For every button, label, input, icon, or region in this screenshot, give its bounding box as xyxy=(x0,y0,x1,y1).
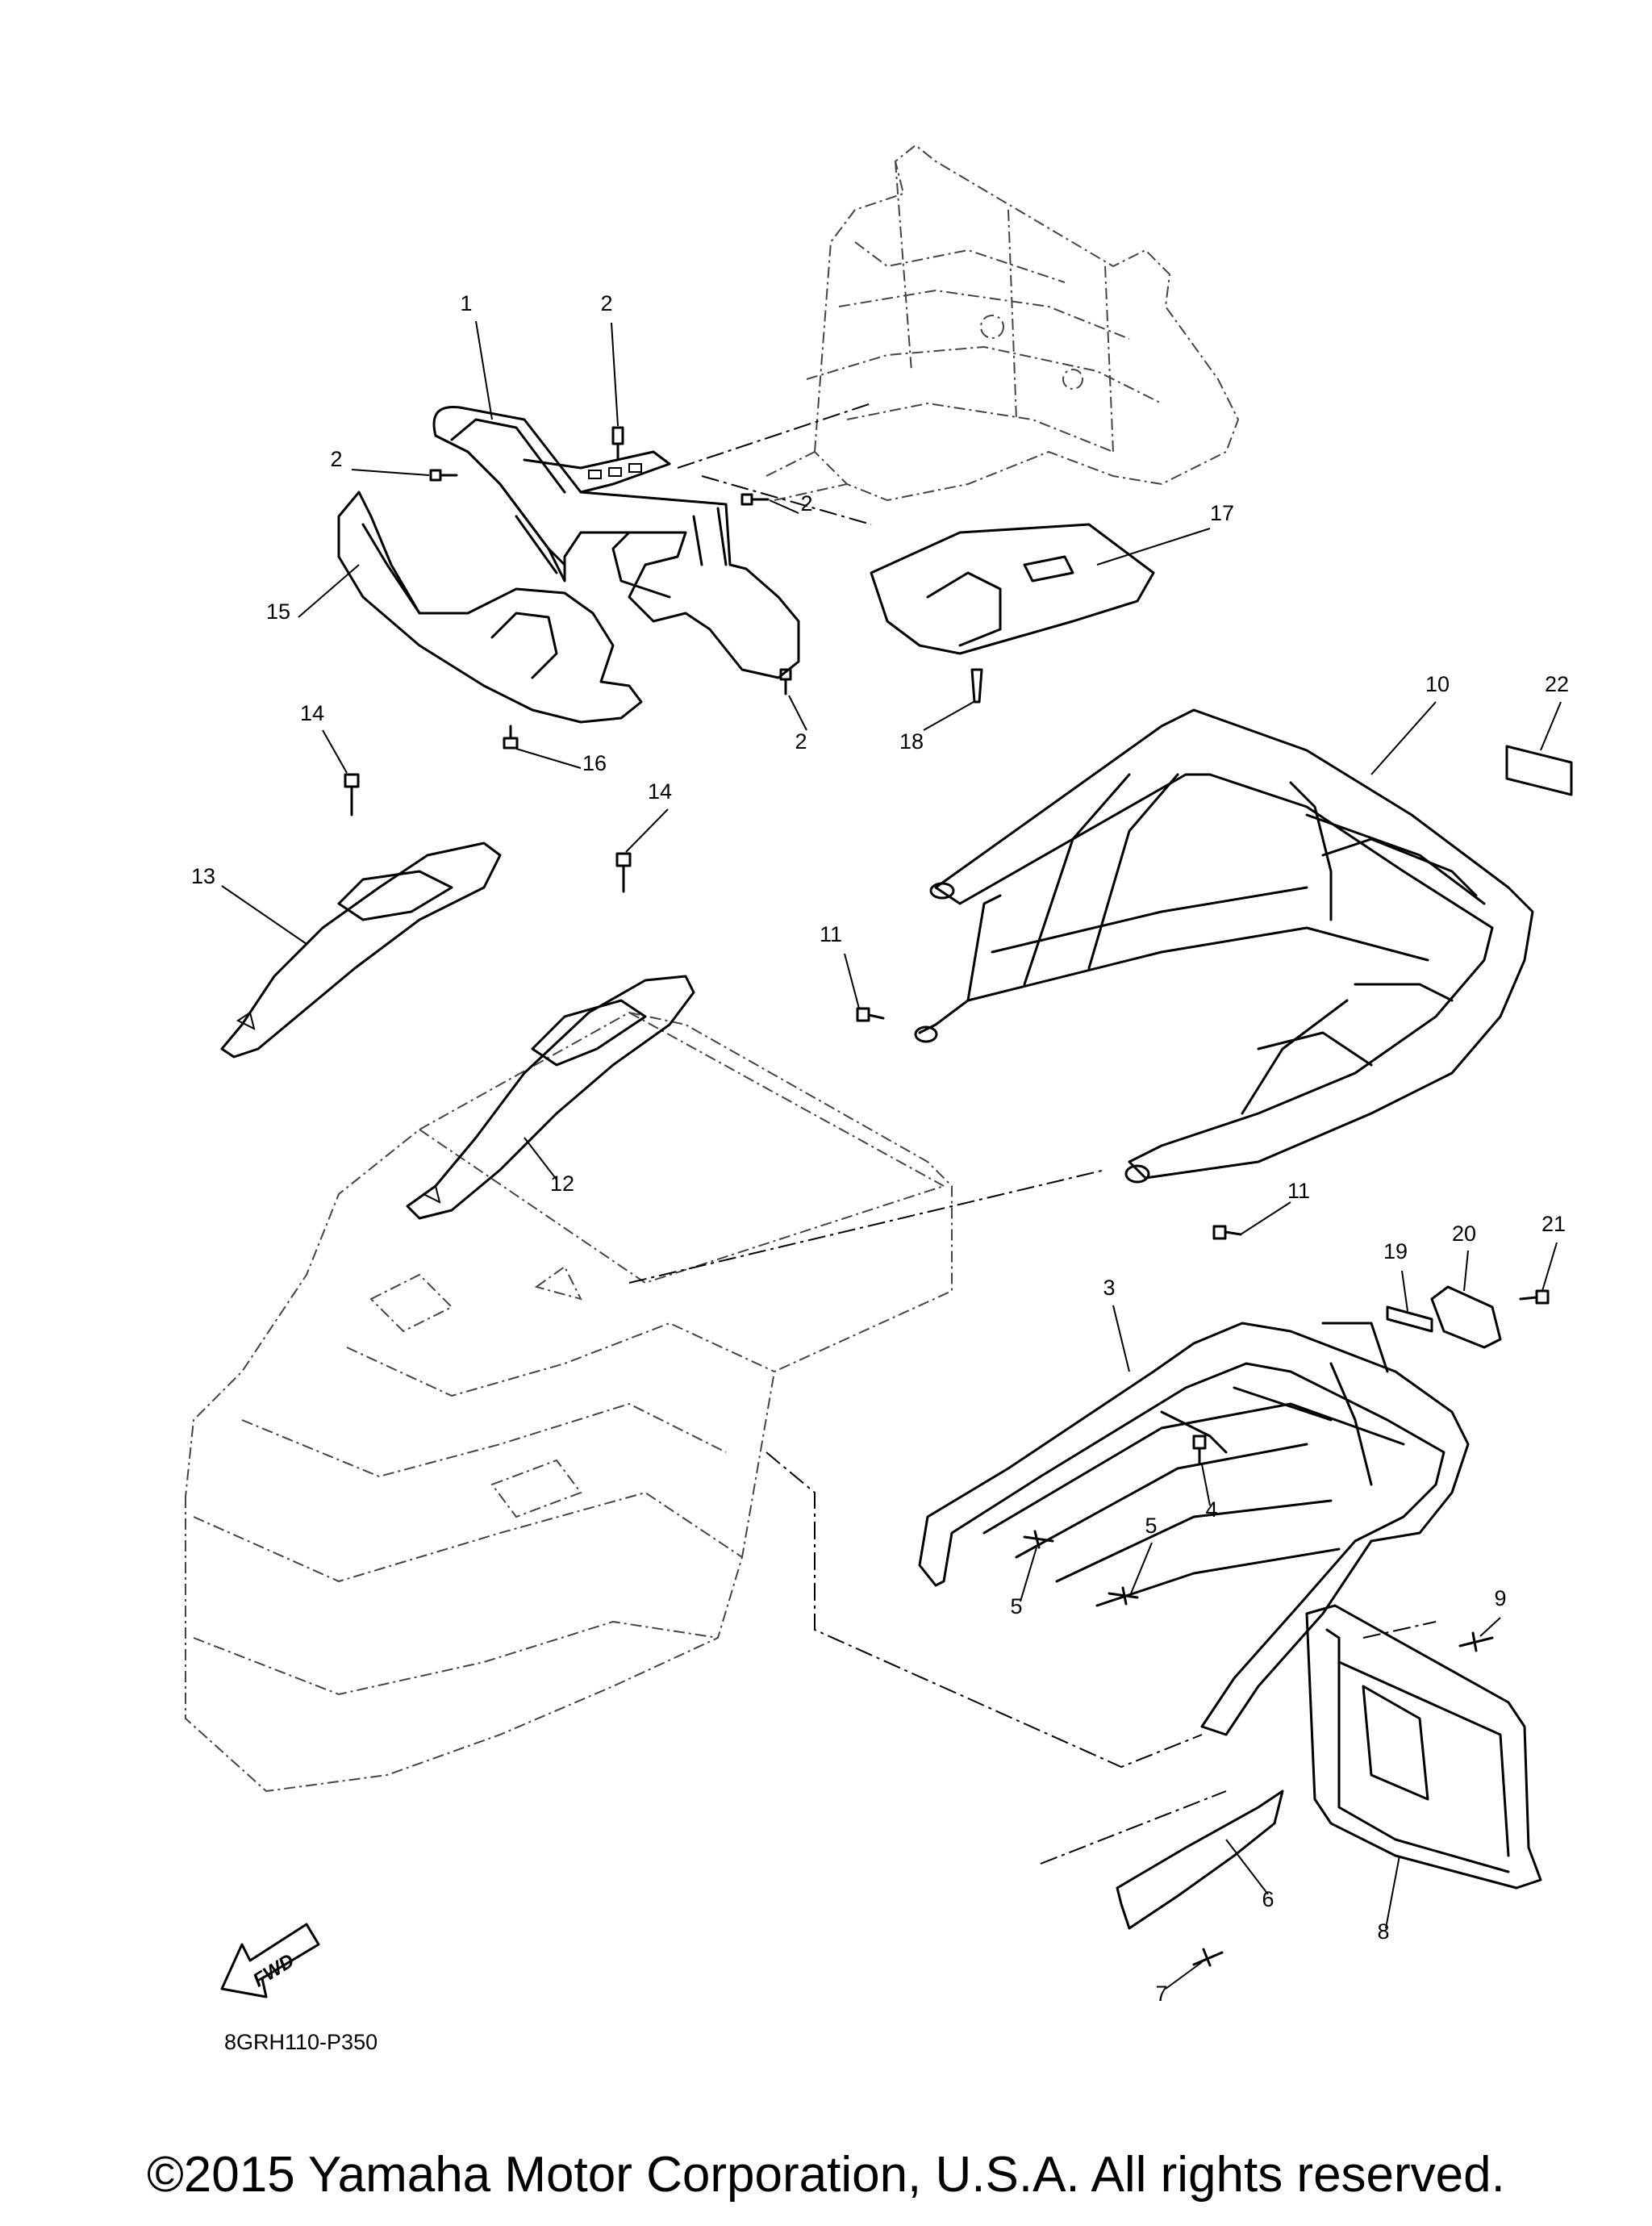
callout-1: 1 xyxy=(460,291,472,315)
callout-3: 3 xyxy=(1103,1276,1115,1300)
part-13-side-cover xyxy=(220,842,502,1059)
callout-8: 8 xyxy=(1377,1919,1389,1944)
part-3-cargo-rack xyxy=(918,1322,1470,1736)
callout-16: 16 xyxy=(582,751,607,775)
callout-18: 18 xyxy=(899,729,924,754)
reference-lines xyxy=(628,403,1437,1865)
part-15-cover xyxy=(337,491,643,724)
part-17-panel xyxy=(870,523,1155,655)
callout-2: 2 xyxy=(800,491,812,516)
callout-7: 7 xyxy=(1155,1982,1167,2006)
fasteners xyxy=(344,426,1550,1967)
part-20-bracket xyxy=(1430,1285,1502,1349)
part-22-label xyxy=(1505,745,1573,796)
part-1-front-bar xyxy=(432,405,800,679)
part-6-shield xyxy=(1116,1790,1284,1930)
callout-15: 15 xyxy=(266,599,290,624)
callout-10: 10 xyxy=(1425,672,1450,696)
part-12-side-cover xyxy=(406,975,695,1220)
parts-diagram: FWD 8GRH110-P350 12221516217181022141413… xyxy=(185,144,1573,2054)
callout-2: 2 xyxy=(330,447,342,471)
callout-19: 19 xyxy=(1383,1239,1408,1263)
part-19-label xyxy=(1386,1305,1433,1333)
callout-2: 2 xyxy=(600,291,612,315)
callout-14: 14 xyxy=(300,701,324,725)
callout-5: 5 xyxy=(1010,1594,1022,1618)
callout-21: 21 xyxy=(1541,1212,1566,1236)
callout-17: 17 xyxy=(1210,501,1234,525)
callout-22: 22 xyxy=(1545,672,1569,696)
callout-2: 2 xyxy=(795,729,807,754)
chassis-phantom xyxy=(185,1011,953,1793)
callout-11: 11 xyxy=(1287,1179,1310,1203)
callout-5: 5 xyxy=(1145,1514,1157,1538)
leader-lines xyxy=(221,320,1562,1990)
callout-20: 20 xyxy=(1452,1222,1476,1246)
callout-9: 9 xyxy=(1494,1586,1506,1610)
diagram-code: 8GRH110-P350 xyxy=(224,2030,378,2054)
callout-4: 4 xyxy=(1205,1497,1217,1522)
callout-14: 14 xyxy=(648,779,672,804)
callout-6: 6 xyxy=(1262,1887,1274,1911)
part-10-rack xyxy=(914,708,1534,1184)
callout-12: 12 xyxy=(550,1171,574,1196)
part-8-mud-flap xyxy=(1305,1604,1542,1890)
callout-13: 13 xyxy=(191,864,215,888)
fwd-arrow-icon: FWD xyxy=(220,1923,320,1998)
callout-11: 11 xyxy=(820,922,842,946)
copyright-notice: ©2015 Yamaha Motor Corporation, U.S.A. A… xyxy=(147,2147,1505,2203)
frame-phantom xyxy=(766,144,1240,502)
